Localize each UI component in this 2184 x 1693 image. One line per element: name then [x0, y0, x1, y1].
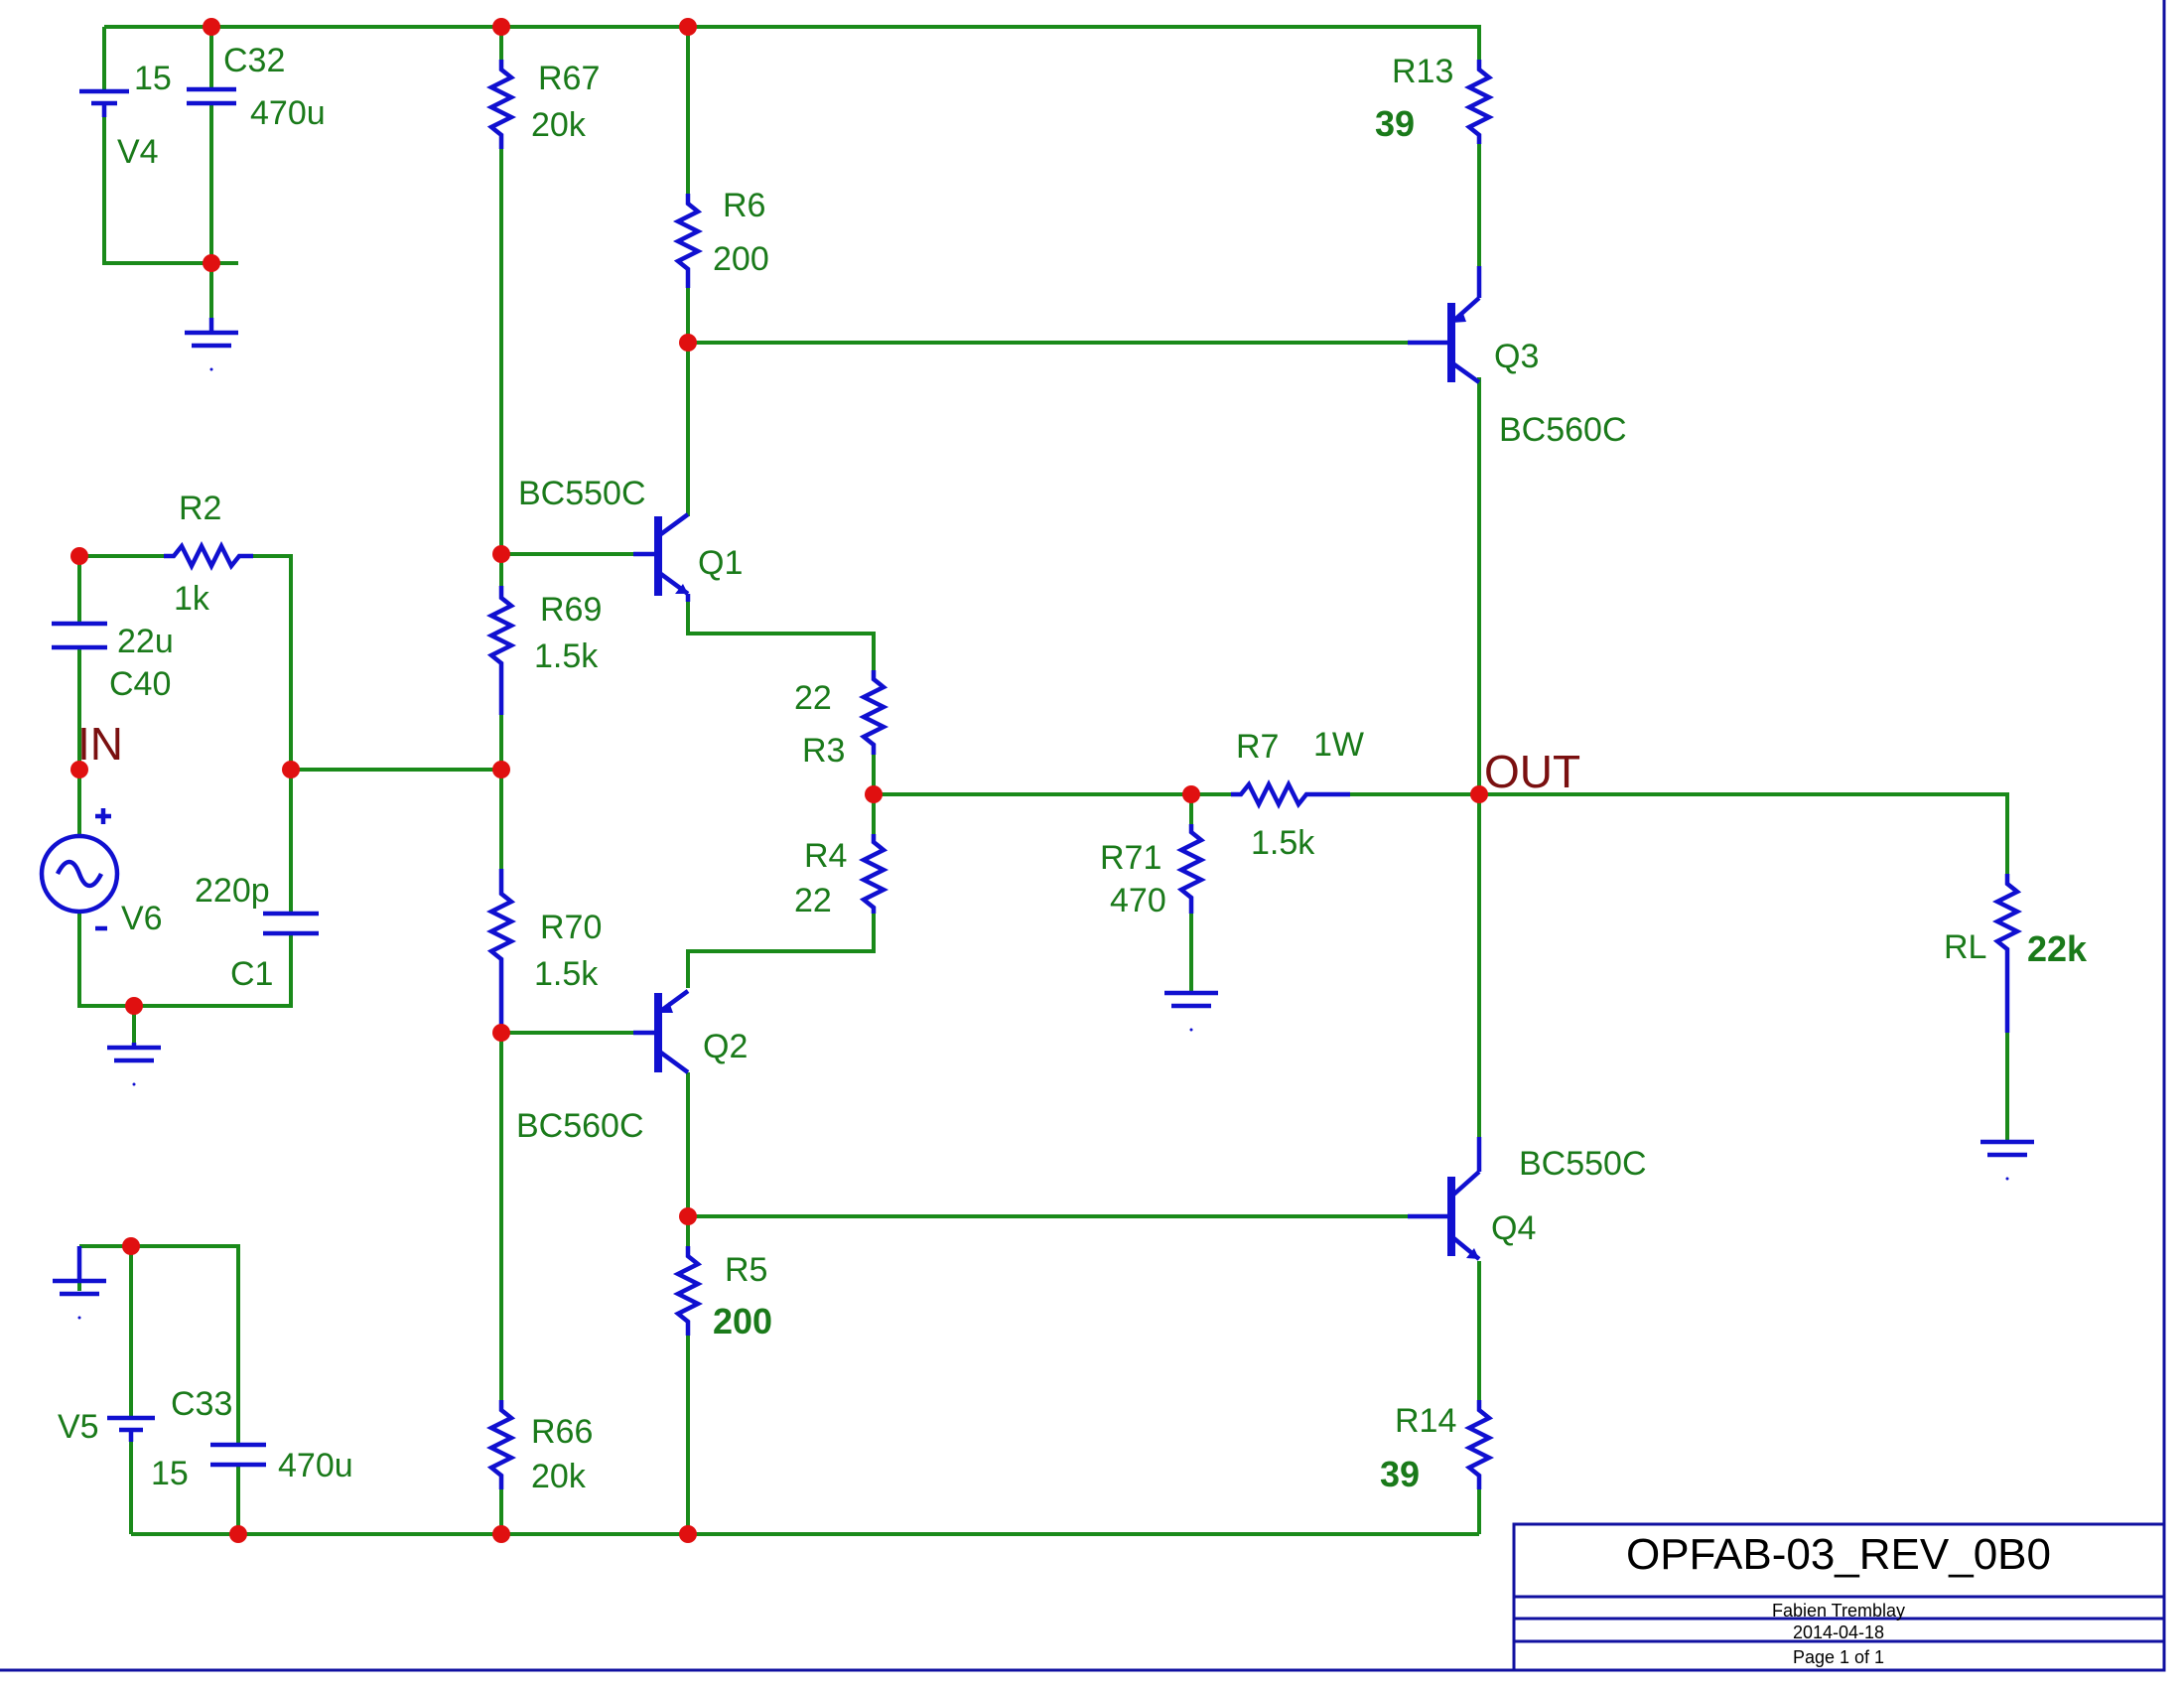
- net-label-in: IN: [77, 718, 123, 770]
- resistor-r14[interactable]: [1463, 1400, 1495, 1489]
- transistor-q1[interactable]: [633, 512, 691, 602]
- r66-value: 20k: [531, 1458, 587, 1495]
- sheet-border: [0, 0, 2166, 1672]
- q4-part: BC550C: [1519, 1145, 1647, 1183]
- r3-ref: R3: [802, 732, 845, 770]
- c40-ref: C40: [109, 665, 171, 703]
- c1-value: 220p: [195, 872, 270, 910]
- c33-ref: C33: [171, 1385, 232, 1423]
- title-block-title: OPFAB-03_REV_0B0: [1626, 1530, 2051, 1579]
- r13-value: 39: [1375, 103, 1415, 144]
- r67-value: 20k: [531, 106, 587, 144]
- resistor-r5[interactable]: [672, 1246, 704, 1336]
- c32-value: 470u: [250, 94, 326, 132]
- v6-ref: V6: [121, 900, 163, 937]
- c33-value: 470u: [278, 1447, 353, 1484]
- ac-source-v6[interactable]: [39, 808, 120, 931]
- r5-value: 200: [713, 1301, 772, 1341]
- r71-ref: R71: [1100, 839, 1161, 877]
- v5-ref: V5: [58, 1408, 99, 1446]
- resistor-r71[interactable]: [1175, 824, 1207, 914]
- v5-value: 15: [151, 1455, 189, 1492]
- q2-ref: Q2: [703, 1028, 748, 1065]
- resistor-r7[interactable]: [1231, 778, 1350, 810]
- r7-rating: 1W: [1313, 726, 1364, 764]
- ground-symbol: [53, 1246, 106, 1320]
- r7-value: 1.5k: [1251, 824, 1315, 862]
- ground-symbol: [1980, 1139, 2034, 1181]
- resistor-r13[interactable]: [1463, 60, 1495, 144]
- r2-value: 1k: [174, 580, 210, 618]
- title-block-date: 2014-04-18: [1793, 1622, 1884, 1642]
- capacitor-c32[interactable]: [187, 86, 236, 106]
- net-label-out: OUT: [1484, 746, 1580, 797]
- r13-ref: R13: [1392, 53, 1453, 90]
- transistor-q2[interactable]: [633, 989, 690, 1074]
- resistor-rl[interactable]: [1991, 874, 2023, 1033]
- c32-ref: C32: [223, 42, 285, 79]
- c1-ref: C1: [230, 955, 273, 993]
- resistor-r6[interactable]: [672, 194, 704, 288]
- resistor-r4[interactable]: [858, 834, 889, 914]
- battery-v4[interactable]: [79, 88, 129, 117]
- r70-value: 1.5k: [534, 955, 599, 993]
- r14-ref: R14: [1395, 1402, 1456, 1440]
- rl-value: 22k: [2027, 928, 2088, 969]
- r70-ref: R70: [540, 909, 602, 946]
- title-block-author: Fabien Tremblay: [1772, 1601, 1905, 1621]
- resistor-r69[interactable]: [485, 586, 517, 715]
- rl-ref: RL: [1944, 928, 1986, 966]
- r3-value: 22: [794, 679, 832, 717]
- capacitor-c33[interactable]: [210, 1442, 266, 1468]
- ground-symbol: [185, 318, 238, 371]
- v4-value: 15: [134, 60, 172, 97]
- wires: [77, 25, 2009, 1536]
- c40-value: 22u: [117, 623, 174, 660]
- title-block-page: Page 1 of 1: [1793, 1647, 1884, 1667]
- r4-ref: R4: [804, 837, 847, 875]
- component-labels: 15 V4 C32 470u R67 20k R6 200 R13 39 Q3 …: [58, 42, 2088, 1495]
- resistor-r3[interactable]: [858, 670, 889, 755]
- r5-ref: R5: [725, 1251, 767, 1289]
- resistor-r67[interactable]: [485, 60, 517, 149]
- r14-value: 39: [1380, 1454, 1420, 1494]
- r7-ref: R7: [1236, 728, 1279, 766]
- r6-value: 200: [713, 240, 769, 278]
- v4-ref: V4: [117, 133, 159, 171]
- resistor-r2[interactable]: [164, 540, 253, 572]
- ground-symbol: [1164, 990, 1218, 1032]
- junction-dots: [70, 18, 1488, 1543]
- resistor-r66[interactable]: [485, 1400, 517, 1489]
- title-block: OPFAB-03_REV_0B0 Fabien Tremblay 2014-04…: [1512, 1522, 2166, 1672]
- q3-part: BC560C: [1499, 411, 1627, 449]
- r4-value: 22: [794, 882, 832, 919]
- q4-ref: Q4: [1491, 1209, 1536, 1247]
- transistor-q4[interactable]: [1408, 1137, 1482, 1261]
- r2-ref: R2: [179, 490, 221, 527]
- q3-ref: Q3: [1494, 338, 1539, 375]
- ground-symbol: [107, 1043, 161, 1086]
- capacitor-c1[interactable]: [263, 911, 319, 936]
- r71-value: 470: [1110, 882, 1166, 919]
- q1-ref: Q1: [698, 544, 743, 582]
- r69-ref: R69: [540, 591, 602, 629]
- capacitor-c40[interactable]: [52, 621, 107, 650]
- resistor-r70[interactable]: [485, 869, 517, 1033]
- r6-ref: R6: [723, 187, 765, 224]
- q2-part: BC560C: [516, 1107, 644, 1145]
- q1-part: BC550C: [518, 475, 646, 512]
- r69-value: 1.5k: [534, 637, 599, 675]
- r66-ref: R66: [531, 1413, 593, 1451]
- battery-v5[interactable]: [107, 1415, 155, 1442]
- r67-ref: R67: [538, 60, 600, 97]
- transistor-q3[interactable]: [1408, 266, 1482, 384]
